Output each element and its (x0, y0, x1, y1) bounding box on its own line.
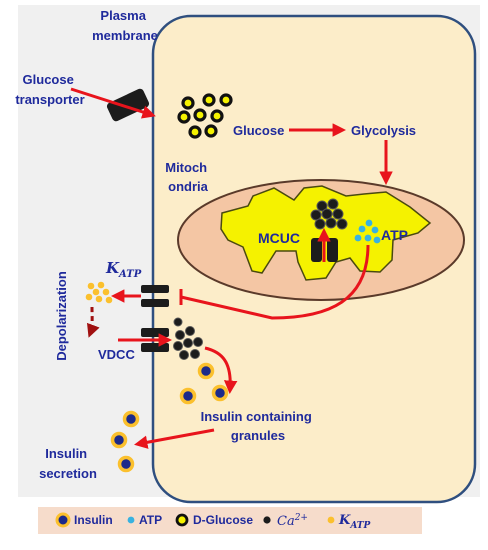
vdcc-label: VDCC (98, 347, 135, 362)
insulin-granules-label: Insulin containing granules (201, 409, 316, 443)
legend-calcium-icon (263, 516, 271, 524)
legend-background (38, 507, 422, 534)
katp-label: KATP (105, 259, 142, 280)
mito-calcium-cluster (310, 198, 348, 230)
depolarization-arrow (86, 306, 100, 338)
transport-arrow (70, 87, 156, 119)
insulin-granule-cluster (179, 362, 229, 405)
mcuc-label: MCUC (258, 230, 300, 246)
glycolysis-label: Glycolysis (351, 123, 416, 138)
potassium-cluster (85, 281, 113, 304)
atp-label: ATP (381, 227, 408, 243)
legend-insulin-icon (55, 512, 71, 528)
atp-inhibits-katp-line (180, 244, 370, 320)
legend-katp-icon (327, 516, 335, 524)
glucose-label: Glucose (233, 123, 284, 138)
secreted-insulin-cluster (110, 410, 140, 473)
legend-atp-label: ATP (139, 513, 162, 527)
secretion-arrow (134, 428, 215, 449)
depolarization-label: Depolarization (54, 271, 69, 361)
katp-channel (141, 285, 169, 307)
atp-cluster (354, 219, 381, 244)
mcuc-channel (311, 238, 338, 262)
glucose-transporter-label: Glucose transporter (15, 72, 84, 107)
legend-atp-icon (127, 516, 135, 524)
insulin-secretion-label: Insulin secretion (39, 446, 97, 481)
legend-insulin-label: Insulin (74, 513, 113, 527)
mitochondria-label: Mitoch ondria (165, 160, 211, 194)
legend: Insulin ATP D-Glucose Ca2+ KATP (38, 507, 422, 534)
cytosolic-calcium-cluster (173, 317, 203, 360)
glucose-transporter-channel (106, 88, 150, 122)
legend-d-glucose-label: D-Glucose (193, 513, 253, 527)
legend-d-glucose-icon (175, 513, 189, 527)
plasma-membrane-label: Plasma membrane (92, 8, 158, 43)
legend-calcium-label: Ca2+ (277, 513, 308, 529)
glucose-cluster (177, 93, 233, 139)
legend-katp-label: KATP (338, 513, 371, 531)
calcium-triggers-exocytosis-arrow (204, 346, 238, 395)
